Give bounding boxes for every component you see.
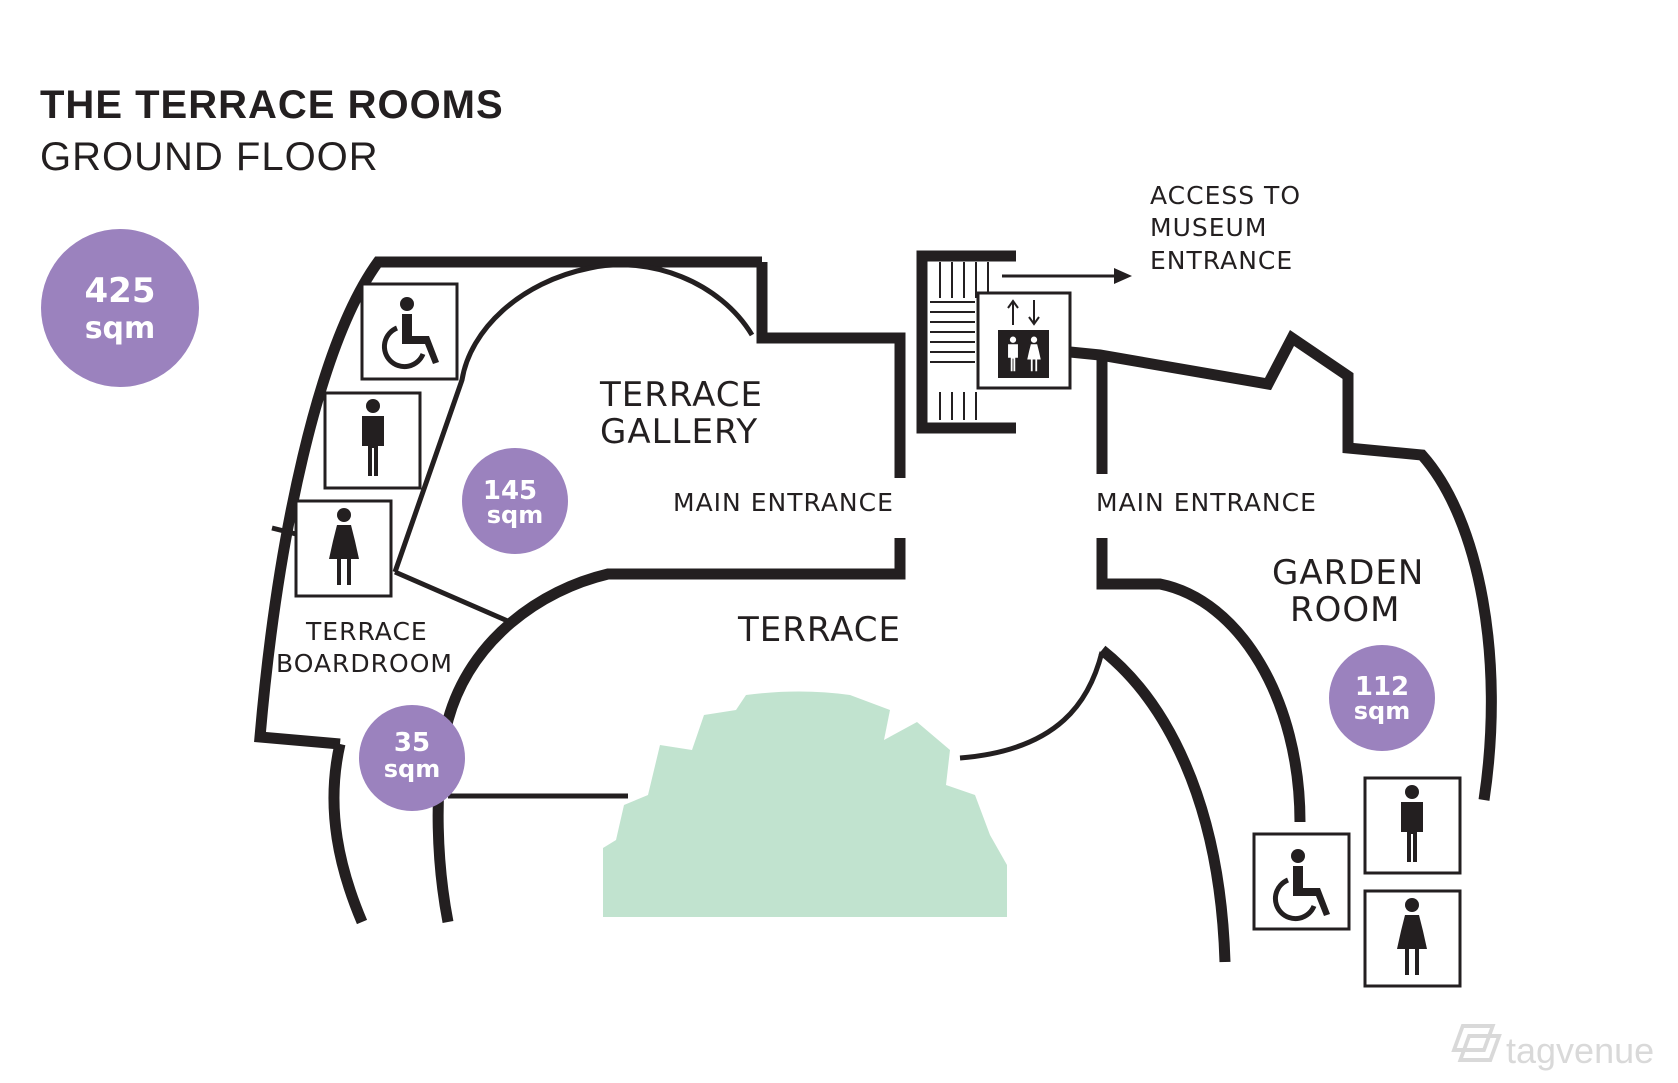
tagvenue-logo-icon — [1451, 1024, 1502, 1062]
main-entrance-left-label: MAIN ENTRANCE — [673, 488, 894, 517]
lift-icon — [976, 291, 1072, 390]
watermark: tagvenue — [1451, 1024, 1654, 1071]
total-area-unit: sqm — [85, 311, 156, 346]
terrace-gallery-label-2: GALLERY — [600, 412, 758, 452]
accessible-toilet-right — [1252, 832, 1351, 931]
garden-room-area-badge: 112 sqm — [1329, 645, 1435, 751]
garden-room-label-2: ROOM — [1290, 590, 1400, 630]
building-walls — [254, 250, 1497, 963]
terrace-gallery-area-value: 145 — [483, 476, 537, 506]
terrace-boardroom-area-value: 35 — [394, 728, 430, 758]
terrace-label: TERRACE — [737, 610, 901, 650]
terrace-gallery-area-badge: 145 sqm — [462, 448, 568, 554]
watermark-text: tagvenue — [1506, 1030, 1654, 1071]
museum-access-line3: ENTRANCE — [1150, 246, 1293, 275]
total-area-value: 425 — [85, 271, 156, 311]
terrace-boardroom-area-unit: sqm — [384, 755, 440, 783]
female-toilet-right — [1363, 889, 1462, 988]
terrace-boardroom-area-badge: 35 sqm — [359, 705, 465, 811]
accessible-toilet-left — [360, 282, 459, 381]
terrace-gallery-label-1: TERRACE — [599, 375, 763, 415]
garden-room-label-1: GARDEN — [1272, 553, 1424, 593]
female-toilet-left — [294, 499, 393, 598]
terrace-gallery-area-unit: sqm — [487, 501, 543, 529]
page-subtitle: GROUND FLOOR — [40, 135, 379, 179]
total-area-badge: 425 sqm — [41, 229, 199, 387]
stairs-icon — [930, 262, 989, 420]
terrace-boardroom-label-1: TERRACE — [305, 617, 428, 646]
museum-access-line2: MUSEUM — [1150, 213, 1267, 242]
page-title: THE TERRACE ROOMS — [40, 83, 504, 127]
arrow-right-icon — [1002, 268, 1132, 284]
male-toilet-right — [1363, 776, 1462, 875]
museum-access-line1: ACCESS TO — [1150, 181, 1301, 210]
garden-room-area-unit: sqm — [1354, 697, 1410, 725]
garden-room-area-value: 112 — [1355, 672, 1409, 702]
male-toilet-left — [323, 391, 422, 490]
lawn-area — [603, 691, 1007, 917]
main-entrance-right-label: MAIN ENTRANCE — [1096, 488, 1317, 517]
terrace-boardroom-label-2: BOARDROOM — [276, 649, 453, 678]
